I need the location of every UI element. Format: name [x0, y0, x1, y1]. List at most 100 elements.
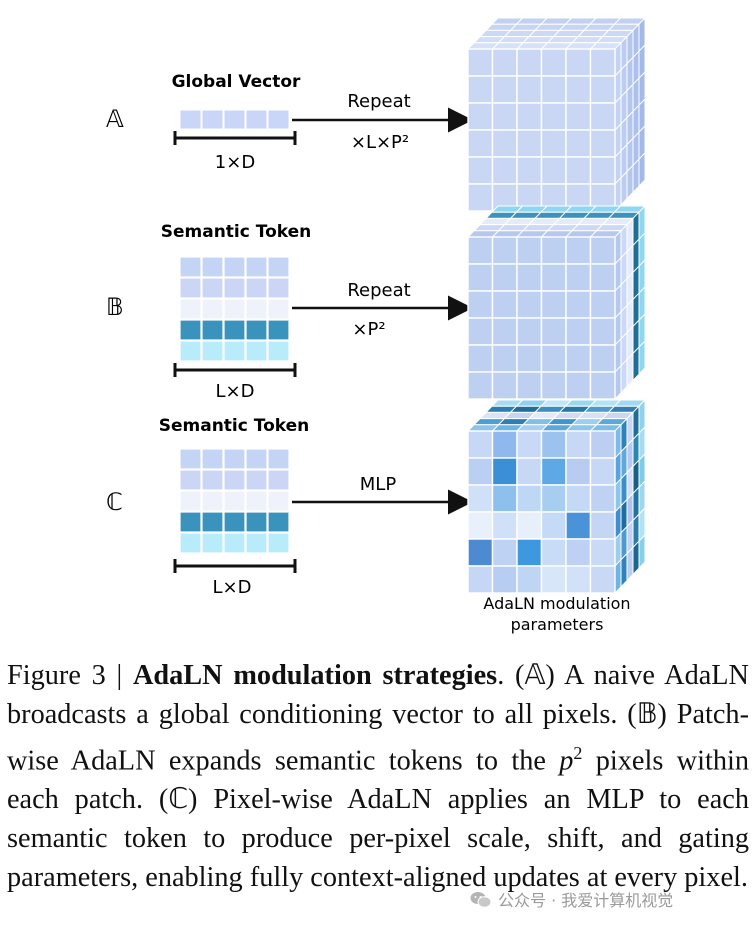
token-cell	[179, 532, 202, 554]
wechat-icon	[470, 892, 492, 908]
cube-front-cell	[491, 484, 518, 513]
cube-front-cell	[516, 457, 543, 486]
cube-front-cell	[540, 511, 567, 540]
cube-front-cell	[491, 263, 518, 292]
cube-front-cell	[565, 484, 592, 513]
token-cell	[245, 298, 268, 320]
row-c-letter: ℂ	[106, 488, 123, 516]
cube-front-cell	[467, 102, 494, 131]
token-cell	[223, 490, 246, 512]
token-cell	[201, 469, 224, 491]
cube-front-cell	[516, 102, 543, 131]
row-a-dim-bracket	[173, 131, 297, 145]
token-cell	[245, 277, 268, 299]
cube-front-cell	[565, 102, 592, 131]
token-cell	[223, 469, 246, 491]
cube-front-cell	[491, 457, 518, 486]
caption-text-a: . (𝔸) A naive AdaLN broadcasts a global …	[7, 660, 749, 777]
caption-math-base: p	[559, 745, 574, 777]
cube-front-cell	[540, 457, 567, 486]
cube-front-cell	[589, 156, 616, 185]
cube-front-cell	[589, 317, 616, 346]
row-b-dim: L×D	[216, 381, 255, 402]
cube-side-cell	[632, 539, 640, 576]
semantic-token-grid-c	[179, 448, 290, 554]
cube-front-cell	[565, 156, 592, 185]
cube-front-cell	[589, 102, 616, 131]
cube-front-cell	[491, 538, 518, 567]
cube-front-cell	[589, 430, 616, 459]
cube-front-cell	[467, 538, 494, 567]
cube-front-cell	[565, 290, 592, 319]
cube-front-cell	[467, 75, 494, 104]
cube-front-cell	[589, 371, 616, 400]
cube-front-cell	[467, 236, 494, 265]
token-cell	[267, 448, 290, 470]
token-cell	[201, 511, 224, 533]
cube-side-cell	[614, 558, 622, 595]
cube-front-cell	[589, 457, 616, 486]
token-cell	[179, 319, 202, 341]
cube-c	[466, 398, 647, 595]
cube-label-line2: parameters	[511, 615, 604, 634]
row-b-title: Semantic Token	[161, 222, 312, 242]
cube-front-cell	[516, 236, 543, 265]
cube-front-cell	[516, 344, 543, 373]
cube-side-cell	[614, 364, 622, 401]
token-cell	[267, 277, 290, 299]
row-b-arrow-bottom: ×P²	[352, 319, 385, 340]
cube-front-cell	[589, 48, 616, 77]
cube-side-cell	[626, 164, 634, 200]
token-cell	[179, 298, 202, 320]
cube-front-cell	[540, 484, 567, 513]
row-a: 𝔸 Global Vector 1×D Repeat ×L×P²	[106, 16, 647, 213]
token-cell	[245, 490, 268, 512]
token-cell	[201, 532, 224, 554]
row-c-dim-bracket	[173, 559, 297, 573]
row-b: 𝔹 Semantic Token L×D Repeat ×P²	[106, 204, 647, 402]
caption-prefix: Figure 3 |	[7, 660, 133, 691]
cube-front-cell	[467, 129, 494, 158]
token-cell	[223, 340, 246, 362]
cube-front-cell	[467, 290, 494, 319]
cube-front-cell	[467, 371, 494, 400]
cube-label-line1: AdaLN modulation	[483, 594, 630, 613]
token-cell	[223, 532, 246, 554]
semantic-token-grid-b	[179, 256, 290, 362]
token-cell	[267, 298, 290, 320]
cube-front-cell	[540, 430, 567, 459]
cube-front-cell	[516, 156, 543, 185]
token-cell	[245, 340, 268, 362]
vector-cell	[267, 109, 290, 130]
cube-front-cell	[491, 565, 518, 594]
cube-front-cell	[540, 290, 567, 319]
cube-front-cell	[516, 430, 543, 459]
cube-front-cell	[516, 538, 543, 567]
row-c-dim: L×D	[213, 577, 252, 598]
cube-front-cell	[540, 102, 567, 131]
cube-front-cell	[565, 344, 592, 373]
token-cell	[223, 298, 246, 320]
token-cell	[179, 277, 202, 299]
caption-math-exp: 2	[573, 743, 583, 763]
cube-front-cell	[589, 484, 616, 513]
token-cell	[267, 532, 290, 554]
cube-front-cell	[565, 565, 592, 594]
cube-front-cell	[540, 344, 567, 373]
token-cell	[267, 319, 290, 341]
row-b-dim-bracket	[173, 363, 297, 377]
cube-front-cell	[589, 538, 616, 567]
token-cell	[223, 256, 246, 278]
cube-front-cell	[565, 538, 592, 567]
cube-side-cell	[638, 151, 646, 188]
caption-bold: AdaLN modulation strategies	[132, 660, 498, 691]
cube-side-cell	[620, 358, 628, 395]
cube-front-cell	[565, 236, 592, 265]
cube-front-cell	[467, 156, 494, 185]
cube-front-cell	[589, 263, 616, 292]
cube-front-cell	[491, 290, 518, 319]
token-cell	[201, 298, 224, 320]
cube-front-cell	[540, 156, 567, 185]
cube-front-cell	[516, 75, 543, 104]
cube-front-cell	[540, 317, 567, 346]
